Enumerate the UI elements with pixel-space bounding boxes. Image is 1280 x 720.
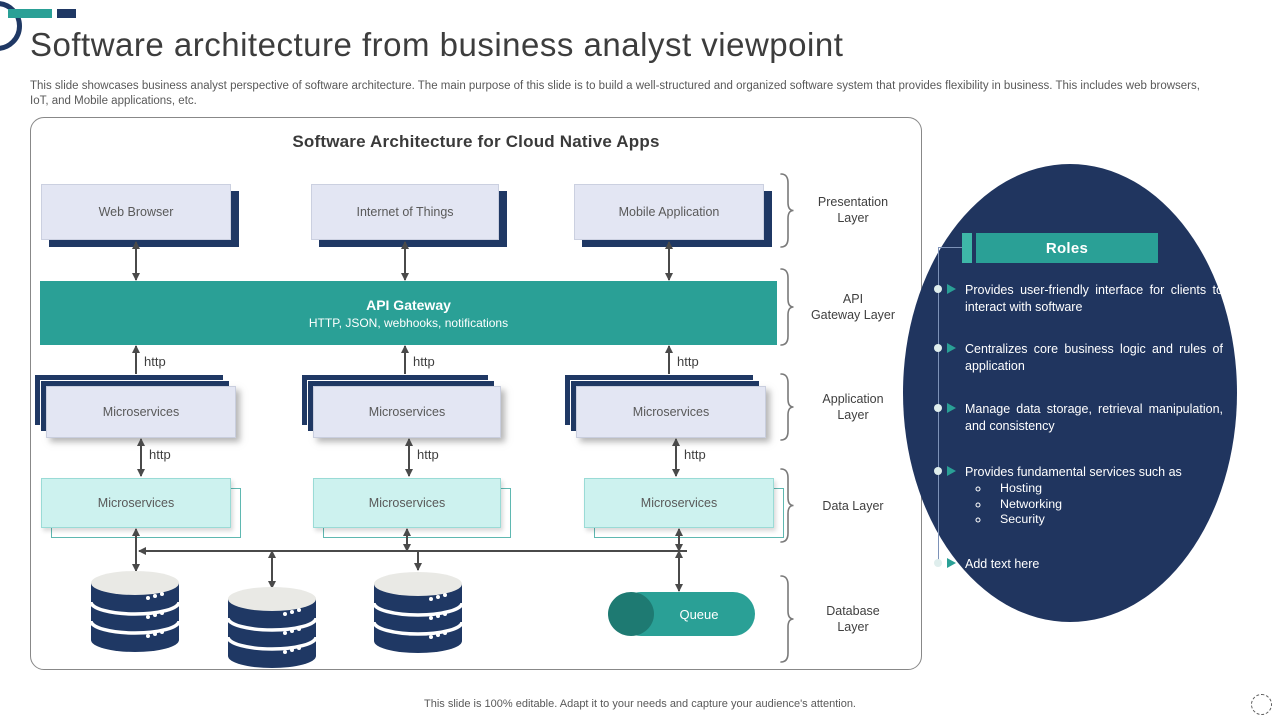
database-icon (372, 572, 464, 653)
http-label: http (413, 354, 435, 369)
database-icon (89, 571, 181, 652)
data-microservices-box: Microservices (313, 478, 511, 538)
layer-label-data: Data Layer (822, 499, 884, 513)
application-microservices-box: Microservices (301, 374, 501, 438)
application-box-label: Microservices (46, 386, 236, 438)
layer-brace (780, 468, 794, 543)
http-label: http (684, 447, 706, 462)
bullet-dot-icon (934, 559, 942, 567)
double-arrow (402, 528, 411, 552)
application-box-label: Microservices (313, 386, 501, 438)
data-box-label: Microservices (313, 478, 501, 528)
presentation-box-label: Web Browser (41, 184, 231, 240)
layer-label-application: Application Layer (822, 392, 884, 422)
api-gateway-title: API Gateway (366, 296, 451, 313)
layer-brace (780, 575, 794, 663)
data-box-label: Microservices (584, 478, 774, 528)
layer-brace (780, 173, 794, 248)
slide-description: This slide showcases business analyst pe… (30, 80, 1200, 107)
presentation-box-iot: Internet of Things (311, 184, 507, 247)
roles-panel-circle (903, 164, 1237, 622)
double-arrow (136, 438, 145, 477)
down-arrow (413, 551, 422, 571)
page-title: Software architecture from business anal… (30, 26, 844, 63)
http-label: http (149, 447, 171, 462)
layer-brace (780, 268, 794, 346)
double-arrow (664, 241, 673, 281)
double-arrow (400, 241, 409, 281)
data-microservices-box: Microservices (584, 478, 784, 538)
footer-note: This slide is 100% editable. Adapt it to… (424, 698, 856, 710)
application-microservices-box: Microservices (34, 374, 236, 438)
presentation-box-web-browser: Web Browser (41, 184, 239, 247)
dashed-circle-decoration (1251, 694, 1272, 715)
api-gateway-subtitle: HTTP, JSON, webhooks, notifications (308, 315, 509, 330)
double-arrow (131, 241, 140, 281)
queue-label: Queue (679, 606, 719, 622)
double-arrow (671, 438, 680, 477)
architecture-diagram: Software Architecture for Cloud Native A… (30, 117, 922, 670)
double-arrow (267, 550, 276, 589)
layer-brace (780, 373, 794, 441)
presentation-box-label: Mobile Application (574, 184, 764, 240)
queue-cylinder-icon (608, 592, 755, 636)
presentation-box-mobile: Mobile Application (574, 184, 772, 247)
data-microservices-box: Microservices (41, 478, 241, 538)
queue-cylinder: Queue (605, 592, 755, 636)
double-arrow (674, 528, 683, 552)
double-arrow (131, 528, 140, 572)
diagram-title: Software Architecture for Cloud Native A… (292, 132, 660, 151)
layer-label-presentation: Presentation Layer (817, 195, 889, 225)
layer-label-api-gateway: API Gateway Layer (810, 292, 896, 322)
bus-line-arrow (138, 546, 687, 555)
application-box-label: Microservices (576, 386, 766, 438)
application-microservices-box: Microservices (564, 374, 766, 438)
data-box-label: Microservices (41, 478, 231, 528)
http-label: http (677, 354, 699, 369)
double-arrow (674, 550, 683, 592)
presentation-box-label: Internet of Things (311, 184, 499, 240)
http-label: http (144, 354, 166, 369)
logo-dash-navy-icon (57, 9, 76, 18)
layer-label-database: Database Layer (826, 604, 880, 634)
http-label: http (417, 447, 439, 462)
api-gateway-bar: API Gateway HTTP, JSON, webhooks, notifi… (40, 281, 777, 345)
logo-dash-teal-icon (8, 9, 52, 18)
double-arrow (404, 438, 413, 477)
database-icon (226, 587, 318, 668)
